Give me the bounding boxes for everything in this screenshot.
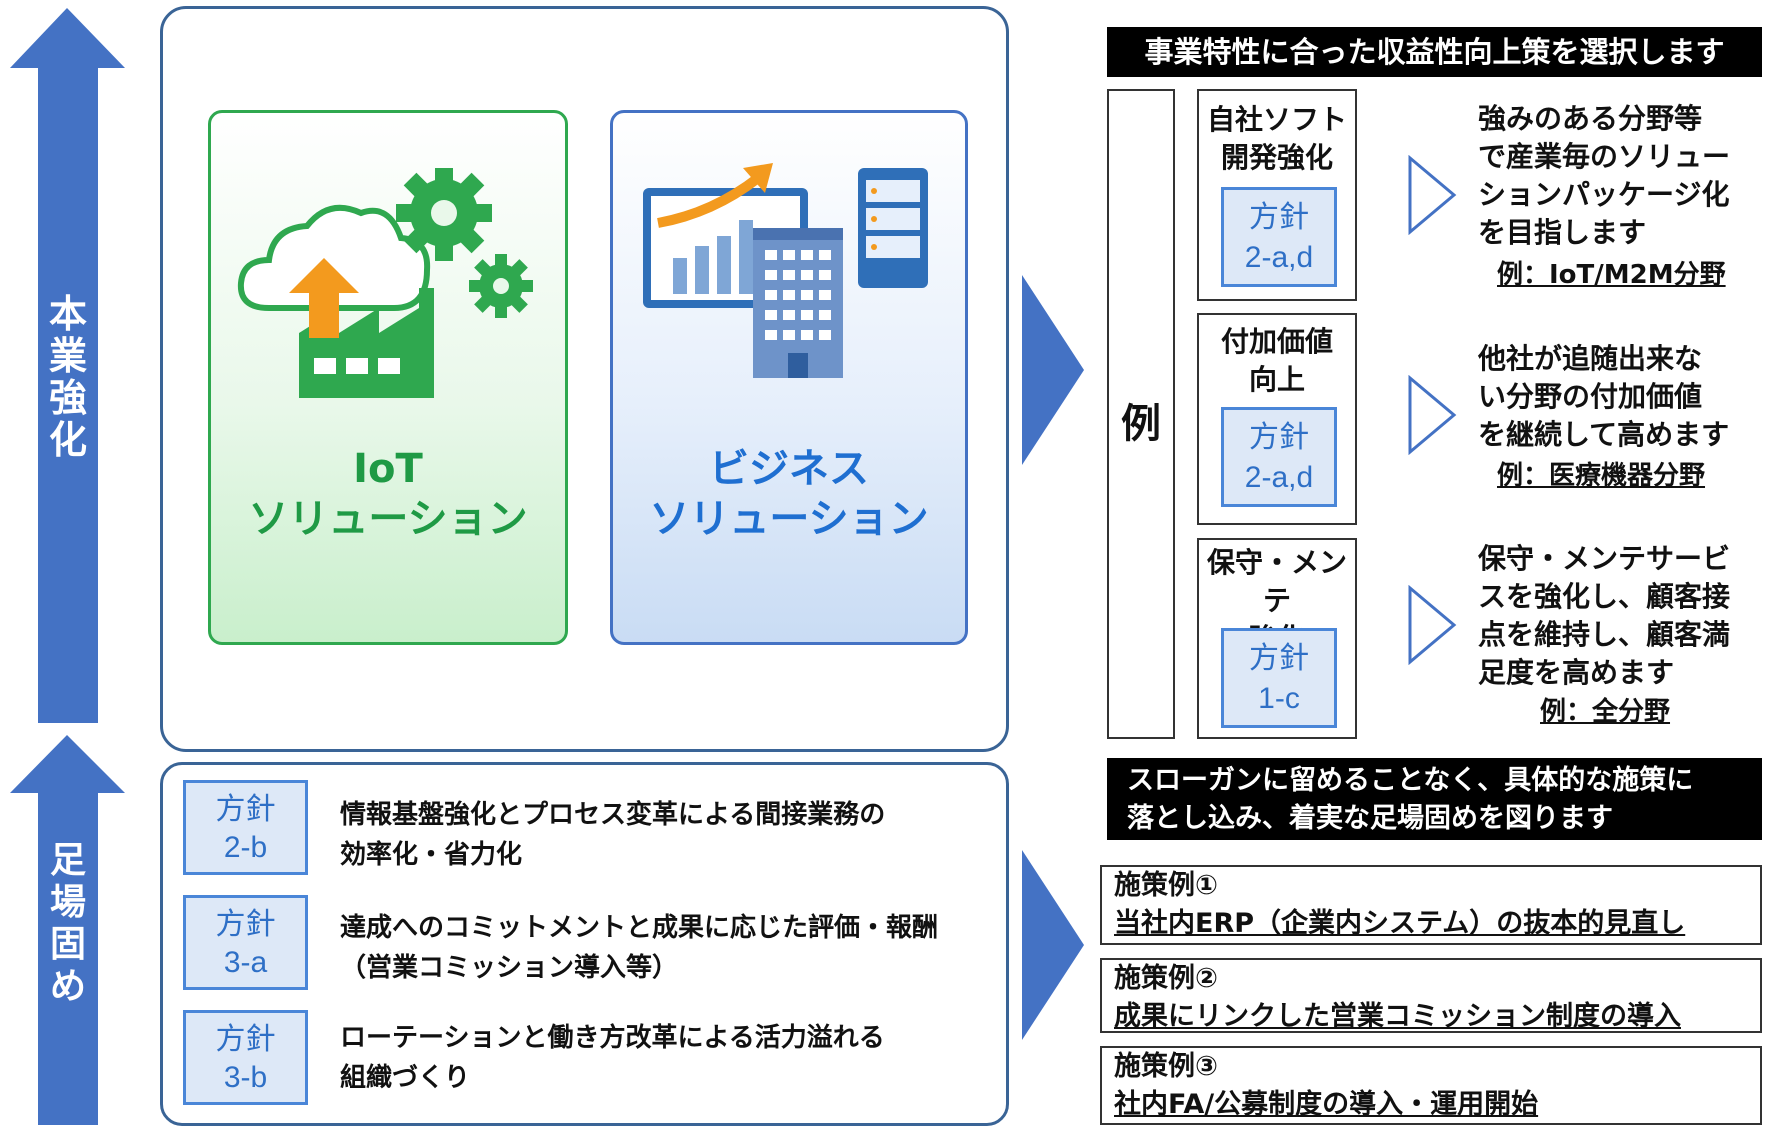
example-box-value-add: 付加価値 向上 方針 2-a,d xyxy=(1197,313,1357,525)
example-field-2: 例：医療機器分野 xyxy=(1497,461,1706,491)
top-flow-arrow xyxy=(1022,275,1084,465)
cloud-factory-gears-icon xyxy=(237,168,533,398)
iot-solution-card: IoT ソリューション xyxy=(208,110,568,645)
bottom-arrow-label: 足 場 固 め xyxy=(49,840,86,1007)
example-arrow-2 xyxy=(1408,375,1457,455)
bottom-flow-arrow xyxy=(1022,850,1084,1040)
example-arrow-1 xyxy=(1408,155,1457,235)
bottom-right-header: スローガンに留めることなく、具体的な施策に 落とし込み、着実な足場固めを図ります xyxy=(1107,758,1762,840)
policy-text-2b: 情報基盤強化とプロセス変革による間接業務の 効率化・省力化 xyxy=(340,800,886,870)
example-policy-badge: 方針 2-a,d xyxy=(1221,187,1337,287)
example-desc-1: 強みのある分野等 で産業毎のソリュー ションパッケージ化 を目指します xyxy=(1478,102,1731,249)
example-field-3: 例：全分野 xyxy=(1540,697,1671,727)
iot-title-line1: IoT xyxy=(353,446,423,492)
top-vertical-arrow: 本 業 強 化 xyxy=(10,8,125,723)
policy-text-3b: ローテーションと働き方改革による活力溢れる 組織づくり xyxy=(340,1023,885,1093)
business-solution-card: ビジネス ソリューション xyxy=(610,110,968,645)
policy-badge-3a: 方針 3-a xyxy=(183,895,308,990)
top-right-header: 事業特性に合った収益性向上策を選択します xyxy=(1107,27,1762,77)
biz-title-line1: ビジネス xyxy=(709,446,869,492)
biz-title-line2: ソリューション xyxy=(649,496,929,542)
policy-badge-2b: 方針 2-b xyxy=(183,780,308,875)
policy-text-3a: 達成へのコミットメントと成果に応じた評価・報酬 （営業コミッション導入等） xyxy=(340,913,939,983)
example-label: 例 xyxy=(1121,401,1161,447)
example-box-maintenance: 保守・メンテ 強化 方針 1-c xyxy=(1197,538,1357,739)
example-label-box: 例 xyxy=(1107,89,1175,739)
example-arrow-3 xyxy=(1408,585,1457,665)
example-policy-badge: 方針 1-c xyxy=(1221,628,1337,728)
example-desc-3: 保守・メンテサービ スを強化し、顧客接 点を維持し、顧客満 足度を高めます xyxy=(1478,542,1731,689)
example-desc-2: 他社が追随出来な い分野の付加価値 を継続して高めます xyxy=(1478,342,1730,451)
measure-3: 施策例③ 社内FA/公募制度の導入・運用開始 xyxy=(1100,1046,1762,1125)
example-field-1: 例：IoT/M2M分野 xyxy=(1497,260,1726,290)
bottom-vertical-arrow: 足 場 固 め xyxy=(10,735,125,1125)
chart-building-server-icon xyxy=(643,163,928,378)
top-arrow-label: 本 業 強 化 xyxy=(48,292,87,462)
measure-2: 施策例② 成果にリンクした営業コミッション制度の導入 xyxy=(1100,958,1762,1033)
example-box-software: 自社ソフト 開発強化 方針 2-a,d xyxy=(1197,89,1357,301)
policy-badge-3b: 方針 3-b xyxy=(183,1010,308,1105)
example-policy-badge: 方針 2-a,d xyxy=(1221,407,1337,507)
measure-1: 施策例① 当社内ERP（企業内システム）の抜本的見直し xyxy=(1100,865,1762,945)
iot-title-line2: ソリューション xyxy=(248,496,528,542)
